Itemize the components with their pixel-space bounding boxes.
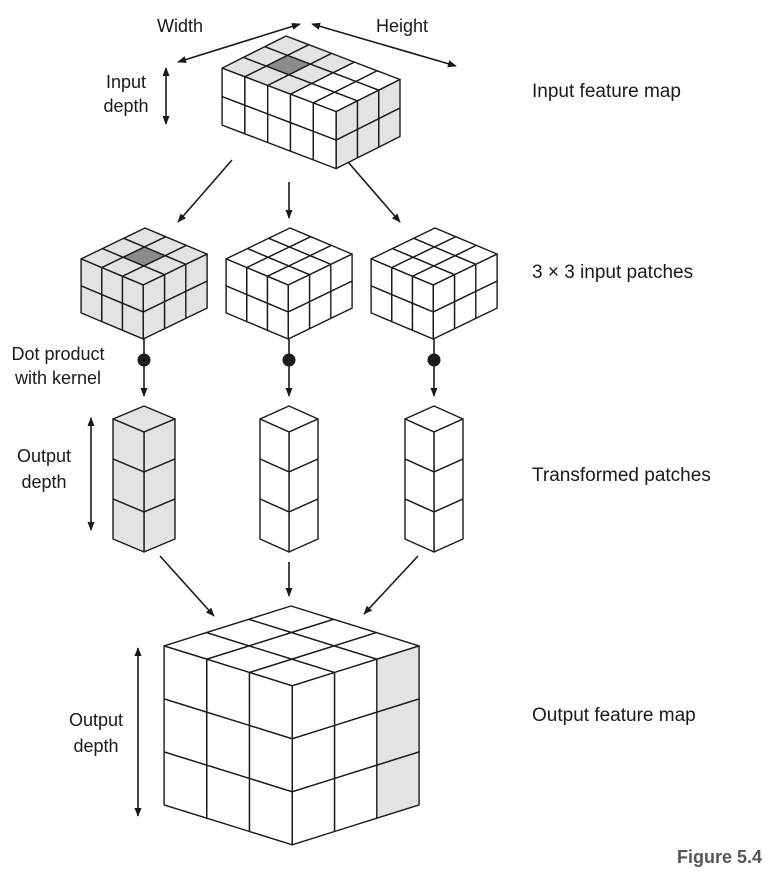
flow-arrow-right: [347, 161, 401, 223]
output-feature-map-block: [163, 605, 420, 846]
right-face-cell: [248, 777, 293, 846]
dot-product-icon: [282, 353, 296, 367]
transformed-patch-1: [112, 405, 176, 553]
width-arrow: [177, 22, 301, 64]
input-patch-2: [225, 227, 353, 340]
dot-product-label-line2: with kernel: [14, 368, 101, 388]
right-face-cell: [112, 498, 145, 553]
stage-label-input-patches: 3 × 3 input patches: [532, 262, 693, 283]
output-depth-label-1-line2: depth: [21, 472, 66, 492]
merge-arrow-right: [363, 555, 419, 615]
height-arrow: [311, 22, 457, 68]
output-depth-label-1-line1: Output: [17, 446, 71, 466]
transformed-patch-2: [259, 405, 319, 553]
output-depth-label-2-line2: depth: [73, 736, 118, 756]
flow-arrow-left: [177, 159, 233, 223]
dot-product-label-line1: Dot product: [11, 344, 104, 364]
input-depth-label-line1: Input: [106, 72, 146, 92]
right-face-cell: [312, 130, 337, 170]
transformed-patch-3: [404, 405, 464, 553]
dot-product-icon: [427, 353, 441, 367]
dot-product-icon: [137, 353, 151, 367]
height-label: Height: [376, 16, 428, 36]
input-patch-1: [80, 227, 208, 340]
input-depth-label-line2: depth: [103, 96, 148, 116]
figure-label: Figure 5.4: [677, 847, 762, 867]
input-feature-map-block: [221, 35, 401, 170]
output-depth-label-2-line1: Output: [69, 710, 123, 730]
width-label: Width: [157, 16, 203, 36]
stage-label-output-feature-map: Output feature map: [532, 705, 696, 726]
input-patch-3: [370, 227, 498, 340]
dot-product-connector-1: [137, 338, 151, 397]
dot-product-connector-2: [282, 338, 296, 397]
right-face-cell: [259, 498, 290, 553]
right-face-cell: [404, 498, 435, 553]
dot-product-connector-3: [427, 338, 441, 397]
merge-arrow-left: [159, 555, 215, 617]
stage-label-transformed-patches: Transformed patches: [532, 465, 711, 486]
stage-label-input-feature-map: Input feature map: [532, 81, 681, 102]
